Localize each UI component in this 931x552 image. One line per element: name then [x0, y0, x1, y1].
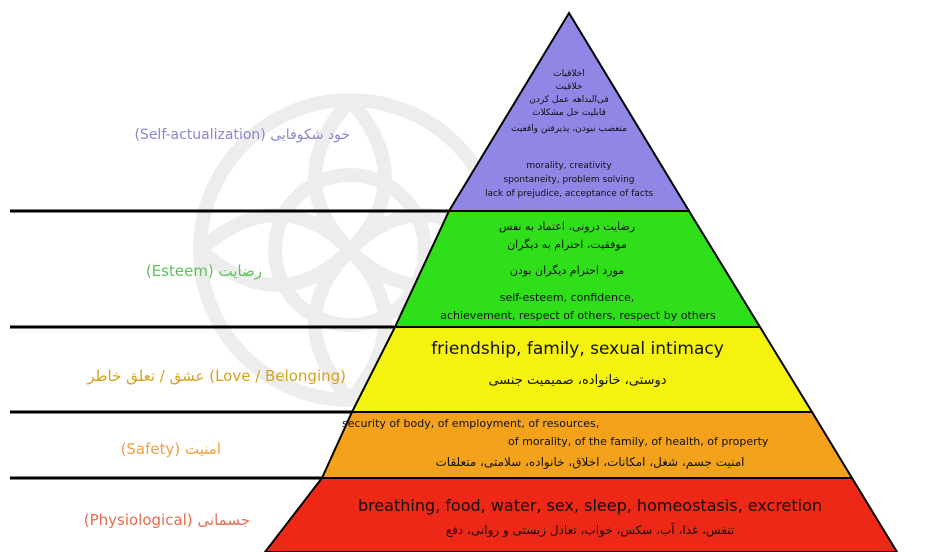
esteem-en-line-2: achievement, respect of others, respect … — [440, 309, 716, 322]
love-fa-line: دوستی، خانواده، صمیمیت جنسی — [488, 373, 667, 388]
safety-en-line-2: of morality, of the family, of health, o… — [508, 435, 769, 448]
safety-en-line-1: security of body, of employment, of reso… — [342, 417, 600, 430]
label-self-actualization: (Self-actualization) خود شکوفایی — [134, 127, 350, 143]
self-en-line-2: spontaneity, problem solving — [503, 175, 635, 185]
label-safety: (Safety) امنیت — [120, 440, 221, 458]
self-fa-line-1: اخلاقیات — [553, 69, 585, 79]
esteem-en-line-1: self-esteem, confidence, — [499, 291, 635, 304]
pyramid-band-physiological — [263, 477, 899, 552]
esteem-fa-line-1: رضایت درونی، اعتماد به نفس — [498, 220, 636, 233]
physiological-en-line: breathing, food, water, sex, sleep, home… — [357, 496, 823, 515]
label-physiological: (Physiological) جسمانی — [83, 511, 250, 529]
level-divider-lines — [10, 209, 450, 480]
esteem-fa-line-3: مورد احترام دیگران بودن — [509, 264, 625, 277]
self-fa-line-5: متعصب نبودن، پذیرفتن واقعیت — [510, 124, 628, 134]
label-love-belonging: عشق / تعلق خاطر (Love / Belonging) — [87, 367, 346, 385]
self-fa-line-2: خلاقیت — [555, 82, 583, 92]
love-en-line: friendship, family, sexual intimacy — [431, 339, 724, 359]
self-en-line-1: morality, creativity — [526, 161, 612, 171]
self-fa-line-4: قابلیت حل مشکلات — [532, 108, 606, 118]
self-fa-line-3: فی‌البداهه عمل کردن — [529, 95, 609, 105]
self-en-line-3: lack of prejudice, acceptance of facts — [484, 189, 654, 199]
physiological-fa-line: تنفس، غذا، آب، سکس، خواب، تعادل زیستی و … — [445, 523, 735, 537]
label-esteem: (Esteem) رضایت — [145, 262, 262, 280]
esteem-fa-line-2: موفقیت، احترام به دیگران — [507, 238, 627, 251]
safety-fa-line: امنیت جسم، شغل، امکانات، اخلاق، خانواده،… — [435, 455, 745, 469]
